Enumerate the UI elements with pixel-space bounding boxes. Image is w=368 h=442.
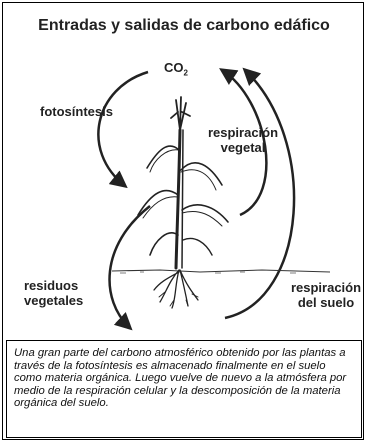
ground-line bbox=[112, 270, 330, 272]
photosynthesis-arrow bbox=[98, 72, 148, 186]
caption-text: Una gran parte del carbono atmosférico o… bbox=[6, 340, 362, 438]
co2-label: CO2 bbox=[164, 60, 188, 81]
plant-residues-label: residuos vegetales bbox=[24, 278, 83, 308]
photosynthesis-label: fotosíntesis bbox=[40, 104, 113, 119]
plant-respiration-label: respiración vegetal bbox=[202, 125, 284, 155]
plant-residues-arrow bbox=[110, 206, 150, 328]
soil-respiration-label: respiración del suelo bbox=[284, 280, 368, 310]
